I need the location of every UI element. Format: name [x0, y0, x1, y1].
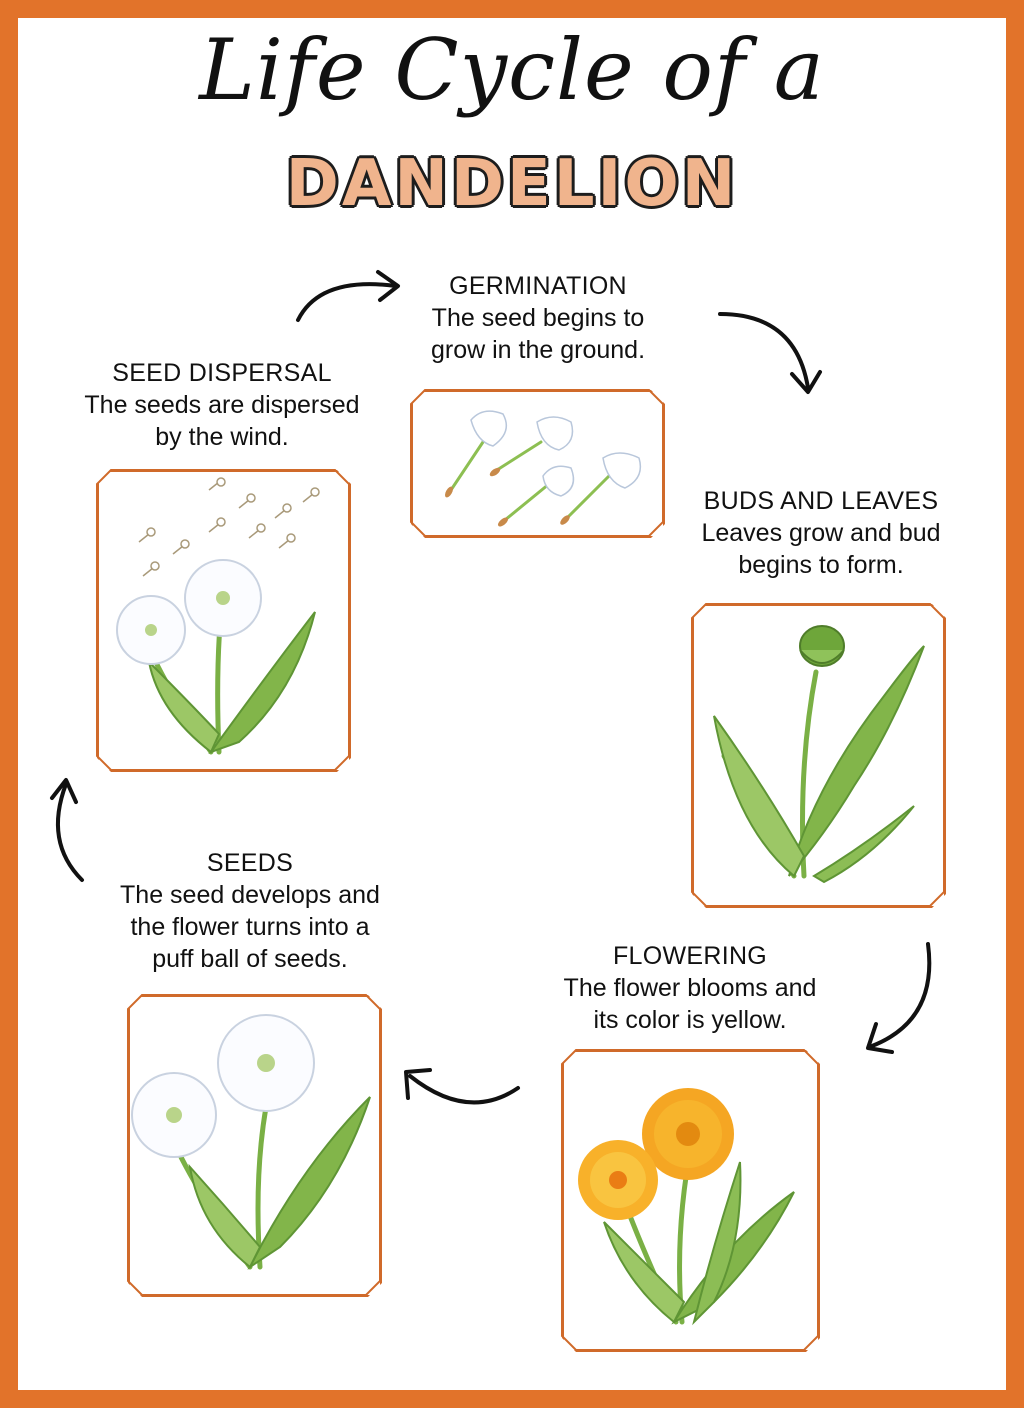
title-script: Life Cycle of a	[199, 21, 825, 119]
stage-germination: GERMINATION The seed begins to grow in t…	[400, 270, 676, 366]
arrow-germination-to-buds	[718, 312, 822, 394]
stage-title: SEED DISPERSAL	[112, 359, 332, 387]
stage-description: The flower blooms and its color is yello…	[563, 974, 817, 1034]
stage-description: The seeds are dispersed by the wind.	[84, 391, 360, 451]
stage-description: The seed begins to grow in the ground.	[430, 304, 646, 364]
stage-buds-and-leaves: BUDS AND LEAVES Leaves grow and bud begi…	[676, 485, 966, 581]
card-seeds	[128, 995, 382, 1297]
stage-description: The seed develops and the flower turns i…	[120, 881, 380, 973]
dispersal-illustration	[99, 472, 349, 770]
stage-description: Leaves grow and bud begins to form.	[701, 519, 941, 579]
card-seed-dispersal	[97, 470, 351, 772]
stage-seeds: SEEDS The seed develops and the flower t…	[100, 847, 400, 975]
stage-flowering: FLOWERING The flower blooms and its colo…	[540, 940, 840, 1036]
title-dandelion: DANDELION	[285, 147, 739, 221]
arrow-dispersal-to-germination	[296, 270, 400, 322]
stage-seed-dispersal: SEED DISPERSAL The seeds are dispersed b…	[62, 357, 382, 453]
card-flowering	[562, 1050, 820, 1352]
stage-title: BUDS AND LEAVES	[703, 487, 939, 515]
arrow-flowering-to-seeds	[404, 1068, 520, 1105]
yellow-flower-illustration	[564, 1052, 818, 1350]
seed-sprouts-illustration	[413, 392, 663, 536]
arrow-buds-to-flowering	[866, 942, 932, 1054]
puff-ball-illustration	[130, 997, 380, 1295]
card-germination	[411, 390, 665, 538]
stage-title: FLOWERING	[612, 942, 768, 970]
arrow-seeds-to-dispersal	[50, 778, 84, 882]
card-buds-and-leaves	[692, 604, 946, 908]
bud-plant-illustration	[694, 606, 944, 906]
stage-title: GERMINATION	[449, 272, 627, 300]
stage-title: SEEDS	[206, 849, 294, 877]
